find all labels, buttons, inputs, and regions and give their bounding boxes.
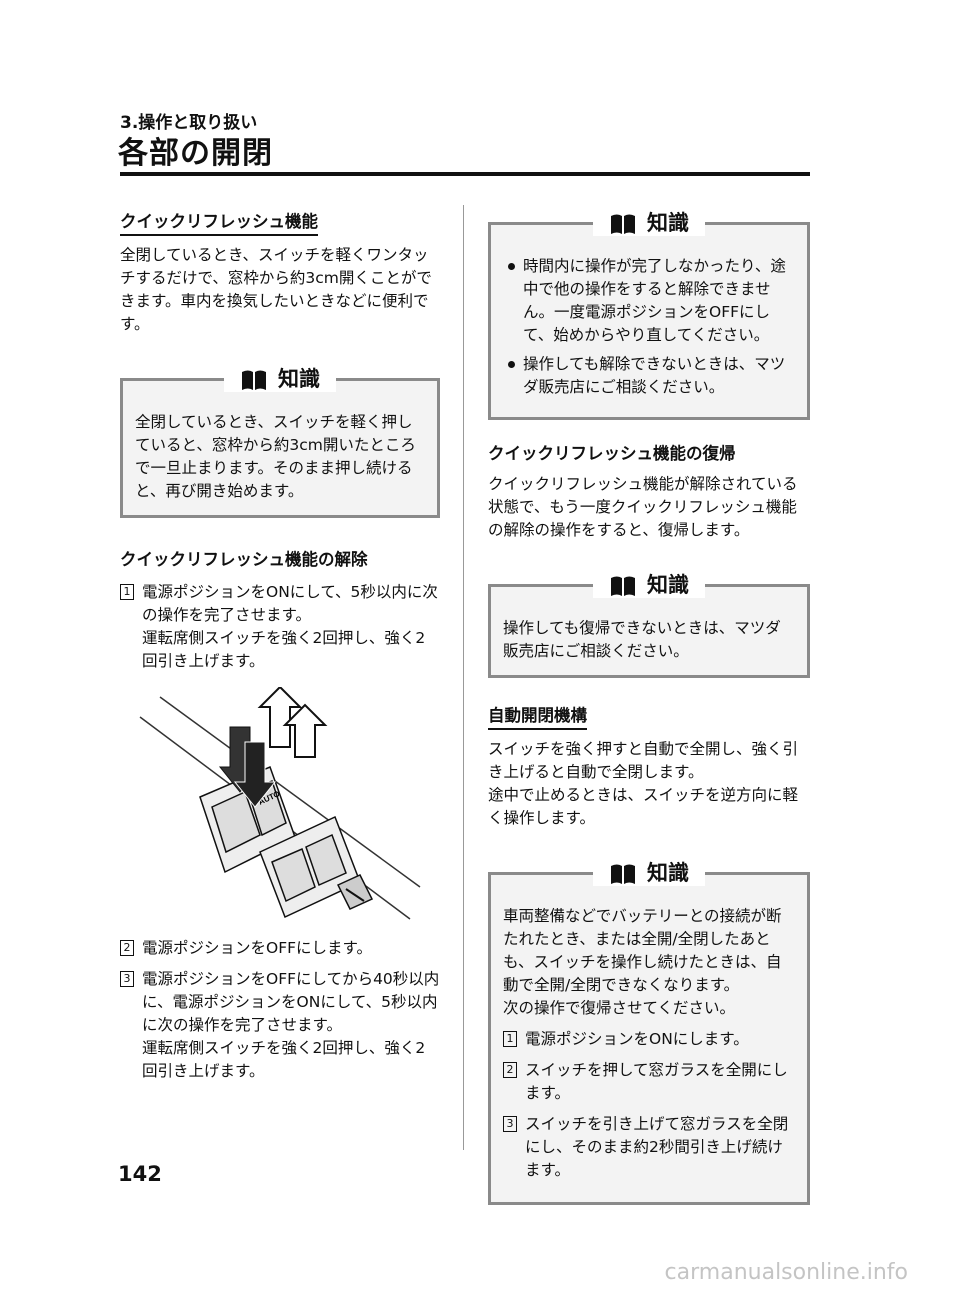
tip-header: 知識 xyxy=(491,565,807,605)
step-text: スイッチを押して窓ガラスを全開にします。 xyxy=(525,1061,788,1102)
step-item: 2 電源ポジションをOFFにします。 xyxy=(120,937,440,960)
step-text: 電源ポジションをOFFにしてから40秒以内に、電源ポジションをONにして、5秒以… xyxy=(142,970,440,1034)
window-switch-illustration: AUTO xyxy=(139,687,421,920)
tip-bullet: 時間内に操作が完了しなかったり、途中で他の操作をすると解除できません。一度電源ポ… xyxy=(503,255,795,347)
tip-header: 知識 xyxy=(491,203,807,243)
step-number: 1 xyxy=(120,584,134,600)
tip-label: 知識 xyxy=(647,210,689,235)
tip-header: 知識 xyxy=(491,853,807,893)
book-icon xyxy=(611,576,635,596)
step-number: 2 xyxy=(120,940,134,956)
tip-step-item: 1 電源ポジションをONにします。 xyxy=(503,1028,795,1051)
page-title: 各部の開閉 xyxy=(118,136,273,171)
section-body-auto: 途中で止めるときは、スイッチを逆方向に軽く操作します。 xyxy=(488,786,799,827)
step-text: 電源ポジションをONにして、5秒以内に次の操作を完了させます。 xyxy=(142,583,438,624)
step-item: 3 電源ポジションをOFFにしてから40秒以内に、電源ポジションをONにして、5… xyxy=(120,968,440,1083)
book-icon xyxy=(611,864,635,884)
section-heading-restore: クイックリフレッシュ機能の復帰 xyxy=(488,444,736,463)
tip-body: 操作しても復帰できないときは、マツダ販売店にご相談ください。 xyxy=(503,619,781,660)
step-item: 1 電源ポジションをONにして、5秒以内に次の操作を完了させます。 運転席側スイ… xyxy=(120,581,440,673)
chapter-label: 3.操作と取り扱い xyxy=(120,113,258,133)
section-body-auto: スイッチを強く押すと自動で全開し、強く引き上げると自動で全閉します。 xyxy=(488,740,799,781)
title-rule xyxy=(120,172,810,176)
section-body-quick-refresh: 全閉しているとき、スイッチを軽くワンタッチするだけで、窓枠から約3cm開くことが… xyxy=(120,246,432,333)
left-column: クイックリフレッシュ機能 全閉しているとき、スイッチを軽くワンタッチするだけで、… xyxy=(120,210,440,1091)
step-number: 3 xyxy=(503,1116,517,1132)
tip-body: 全閉しているとき、スイッチを軽く押していると、窓枠から約3cm開いたところで一旦… xyxy=(135,413,416,500)
step-text: スイッチを引き上げて窓ガラスを全閉にし、そのまま約2秒間引き上げ続けます。 xyxy=(525,1115,789,1179)
column-divider xyxy=(463,205,464,1150)
tip-label: 知識 xyxy=(647,572,689,597)
section-heading-cancel: クイックリフレッシュ機能の解除 xyxy=(120,550,368,569)
book-icon xyxy=(611,214,635,234)
tip-body: 次の操作で復帰させてください。 xyxy=(503,999,736,1017)
step-text: 運転席側スイッチを強く2回押し、強く2回引き上げます。 xyxy=(142,1039,426,1080)
tip-step-item: 3 スイッチを引き上げて窓ガラスを全閉にし、そのまま約2秒間引き上げ続けます。 xyxy=(503,1113,795,1182)
step-text: 電源ポジションをONにします。 xyxy=(525,1030,749,1048)
step-number: 3 xyxy=(120,971,134,987)
tip-label: 知識 xyxy=(278,366,320,391)
tip-bullet: 操作しても解除できないときは、マツダ販売店にご相談ください。 xyxy=(503,353,795,399)
step-number: 1 xyxy=(503,1031,517,1047)
section-heading-quick-refresh: クイックリフレッシュ機能 xyxy=(120,210,318,236)
step-text: 運転席側スイッチを強く2回押し、強く2回引き上げます。 xyxy=(142,629,426,670)
watermark: carmanualsonline.info xyxy=(664,1260,908,1285)
tip-box-2: 知識 時間内に操作が完了しなかったり、途中で他の操作をすると解除できません。一度… xyxy=(488,210,810,420)
step-number: 2 xyxy=(503,1062,517,1078)
tip-box-3: 知識 操作しても復帰できないときは、マツダ販売店にご相談ください。 xyxy=(488,572,810,678)
tip-label: 知識 xyxy=(647,860,689,885)
section-body-restore: クイックリフレッシュ機能が解除されている状態で、もう一度クイックリフレッシュ機能… xyxy=(488,475,798,539)
page-number: 142 xyxy=(118,1162,162,1186)
tip-box-4: 知識 車両整備などでバッテリーとの接続が断たれたとき、または全開/全閉したあとも… xyxy=(488,860,810,1205)
step-text: 電源ポジションをOFFにします。 xyxy=(142,939,372,957)
tip-header: 知識 xyxy=(123,359,437,399)
right-column: 知識 時間内に操作が完了しなかったり、途中で他の操作をすると解除できません。一度… xyxy=(488,210,810,1205)
section-heading-auto: 自動開閉機構 xyxy=(488,704,587,730)
tip-box-1: 知識 全閉しているとき、スイッチを軽く押していると、窓枠から約3cm開いたところ… xyxy=(120,366,440,518)
tip-body: 車両整備などでバッテリーとの接続が断たれたとき、または全開/全閉したあとも、スイ… xyxy=(503,907,782,994)
tip-step-item: 2 スイッチを押して窓ガラスを全開にします。 xyxy=(503,1059,795,1105)
book-icon xyxy=(242,370,266,390)
